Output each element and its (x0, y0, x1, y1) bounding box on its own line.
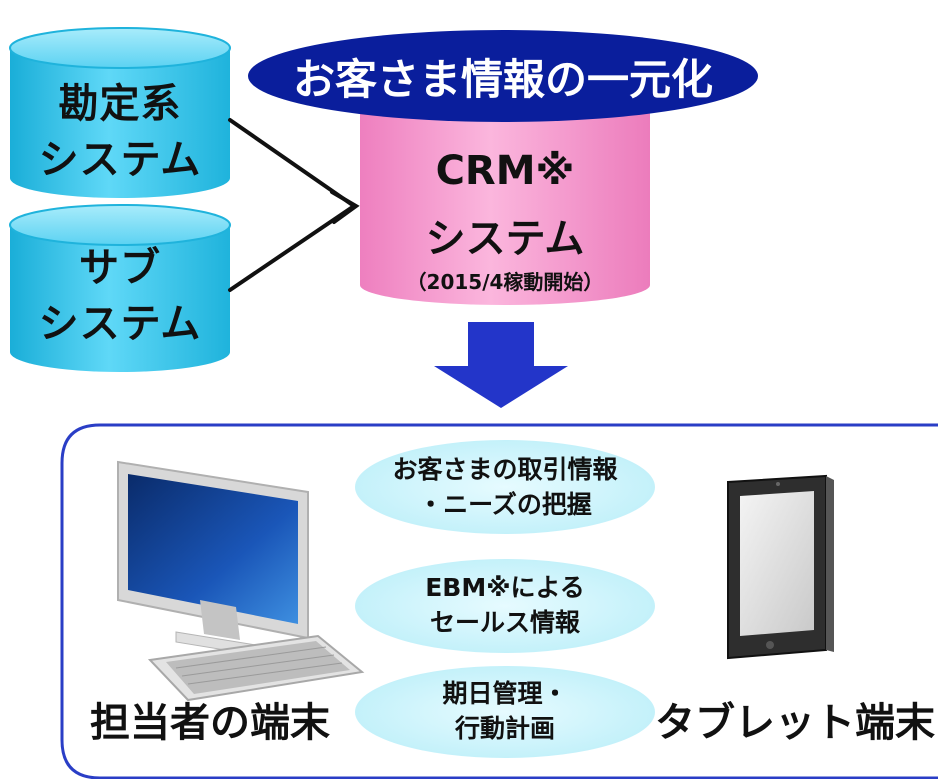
feature-2-line2: セールス情報 (429, 608, 580, 637)
feature-2-line1: EBM※による (425, 573, 585, 602)
tablet-label: タブレット端末 (655, 700, 935, 746)
tablet-illustration (727, 474, 834, 660)
banner-title: お客さま情報の一元化 (292, 54, 713, 104)
source-2-line2: システム (38, 301, 202, 347)
desktop-pc-illustration (117, 460, 365, 702)
crm-cylinder (360, 110, 650, 305)
feature-3-text: 期日管理・ 行動計画 (380, 676, 630, 746)
crm-note: （2015/4稼動開始） (406, 270, 604, 294)
feature-3-line2: 行動計画 (454, 714, 555, 743)
connector-arrows (228, 118, 360, 292)
pc-label: 担当者の端末 (90, 700, 330, 746)
feature-bubble-3 (355, 666, 655, 758)
source-1-label: 勘定系 システム (10, 76, 230, 188)
down-arrow (434, 322, 568, 408)
crm-title-line2: システム (425, 216, 585, 262)
feature-2-text: EBM※による セールス情報 (380, 570, 630, 640)
feature-1-line1: お客さまの取引情報 (392, 455, 618, 484)
source-1-line1: 勘定系 (58, 81, 182, 127)
source-1-line2: システム (38, 137, 202, 183)
source-cylinder-1 (9, 27, 231, 198)
banner-ellipse (248, 30, 758, 122)
source-2-line1: サブ (79, 245, 161, 291)
source-2-label: サブ システム (10, 240, 230, 352)
crm-title-line1: CRM※ (435, 148, 575, 194)
feature-1-line2: ・ニーズの把握 (418, 490, 592, 519)
feature-bubble-1 (355, 440, 655, 534)
feature-3-line1: 期日管理・ (442, 679, 568, 708)
feature-1-text: お客さまの取引情報 ・ニーズの把握 (380, 452, 630, 522)
source-cylinder-2 (9, 204, 231, 372)
feature-bubble-2 (355, 559, 655, 653)
device-panel (60, 423, 938, 779)
